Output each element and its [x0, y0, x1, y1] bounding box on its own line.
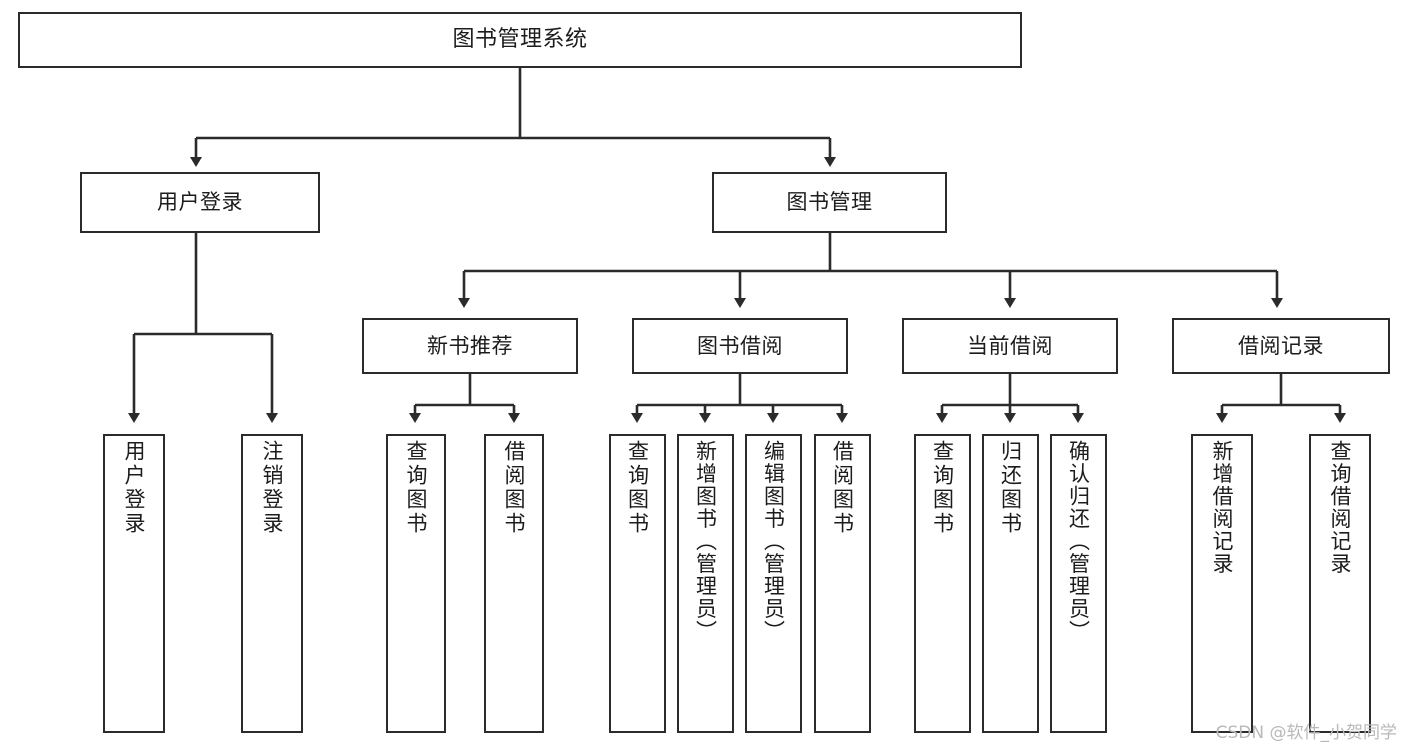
- node-label: 查询图书: [404, 440, 429, 536]
- node-label: 注销登录: [260, 440, 285, 536]
- node-label: 归还图书: [998, 440, 1023, 536]
- node-label: 编辑图书（管理员）: [761, 440, 786, 643]
- node-label: 用户登录: [157, 190, 243, 215]
- leaf-edit-book-admin[interactable]: 编辑图书（管理员）: [745, 434, 802, 733]
- node-label: 图书借阅: [697, 333, 783, 358]
- leaf-query-book-current[interactable]: 查询图书: [914, 434, 971, 733]
- node-new-book-recommend[interactable]: 新书推荐: [362, 318, 578, 374]
- node-label: 新增借阅记录: [1210, 440, 1235, 575]
- node-label: 查询借阅记录: [1328, 440, 1353, 575]
- node-label: 当前借阅: [967, 333, 1053, 358]
- node-label: 查询图书: [930, 440, 955, 536]
- node-current-borrow[interactable]: 当前借阅: [902, 318, 1118, 374]
- node-label: 图书管理系统: [452, 27, 588, 53]
- leaf-add-borrow-record[interactable]: 新增借阅记录: [1191, 434, 1253, 733]
- node-label: 新增图书（管理员）: [693, 440, 718, 643]
- leaf-borrow-book-recommend[interactable]: 借阅图书: [484, 434, 544, 733]
- leaf-return-book[interactable]: 归还图书: [982, 434, 1039, 733]
- leaf-user-login[interactable]: 用户登录: [103, 434, 165, 733]
- leaf-query-book-borrow[interactable]: 查询图书: [609, 434, 666, 733]
- leaf-add-book-admin[interactable]: 新增图书（管理员）: [677, 434, 734, 733]
- node-label: 用户登录: [122, 440, 147, 536]
- node-label: 借阅图书: [830, 440, 855, 536]
- node-book-management[interactable]: 图书管理: [712, 172, 947, 233]
- leaf-logout-login[interactable]: 注销登录: [241, 434, 303, 733]
- leaf-query-book-recommend[interactable]: 查询图书: [386, 434, 446, 733]
- node-label: 新书推荐: [427, 333, 513, 358]
- node-user-login[interactable]: 用户登录: [80, 172, 320, 233]
- node-label: 确认归还（管理员）: [1066, 440, 1091, 643]
- leaf-borrow-book-borrow[interactable]: 借阅图书: [814, 434, 871, 733]
- leaf-query-borrow-record[interactable]: 查询借阅记录: [1309, 434, 1371, 733]
- node-label: 借阅图书: [502, 440, 527, 536]
- node-label: 图书管理: [786, 190, 873, 215]
- node-label: 借阅记录: [1238, 333, 1324, 358]
- leaf-confirm-return-admin[interactable]: 确认归还（管理员）: [1050, 434, 1107, 733]
- node-book-borrow[interactable]: 图书借阅: [632, 318, 848, 374]
- node-root-book-management-system[interactable]: 图书管理系统: [18, 12, 1022, 68]
- csdn-watermark: CSDN @软件_小贺同学: [1215, 723, 1397, 743]
- node-label: 查询图书: [625, 440, 650, 536]
- node-borrow-record[interactable]: 借阅记录: [1172, 318, 1390, 374]
